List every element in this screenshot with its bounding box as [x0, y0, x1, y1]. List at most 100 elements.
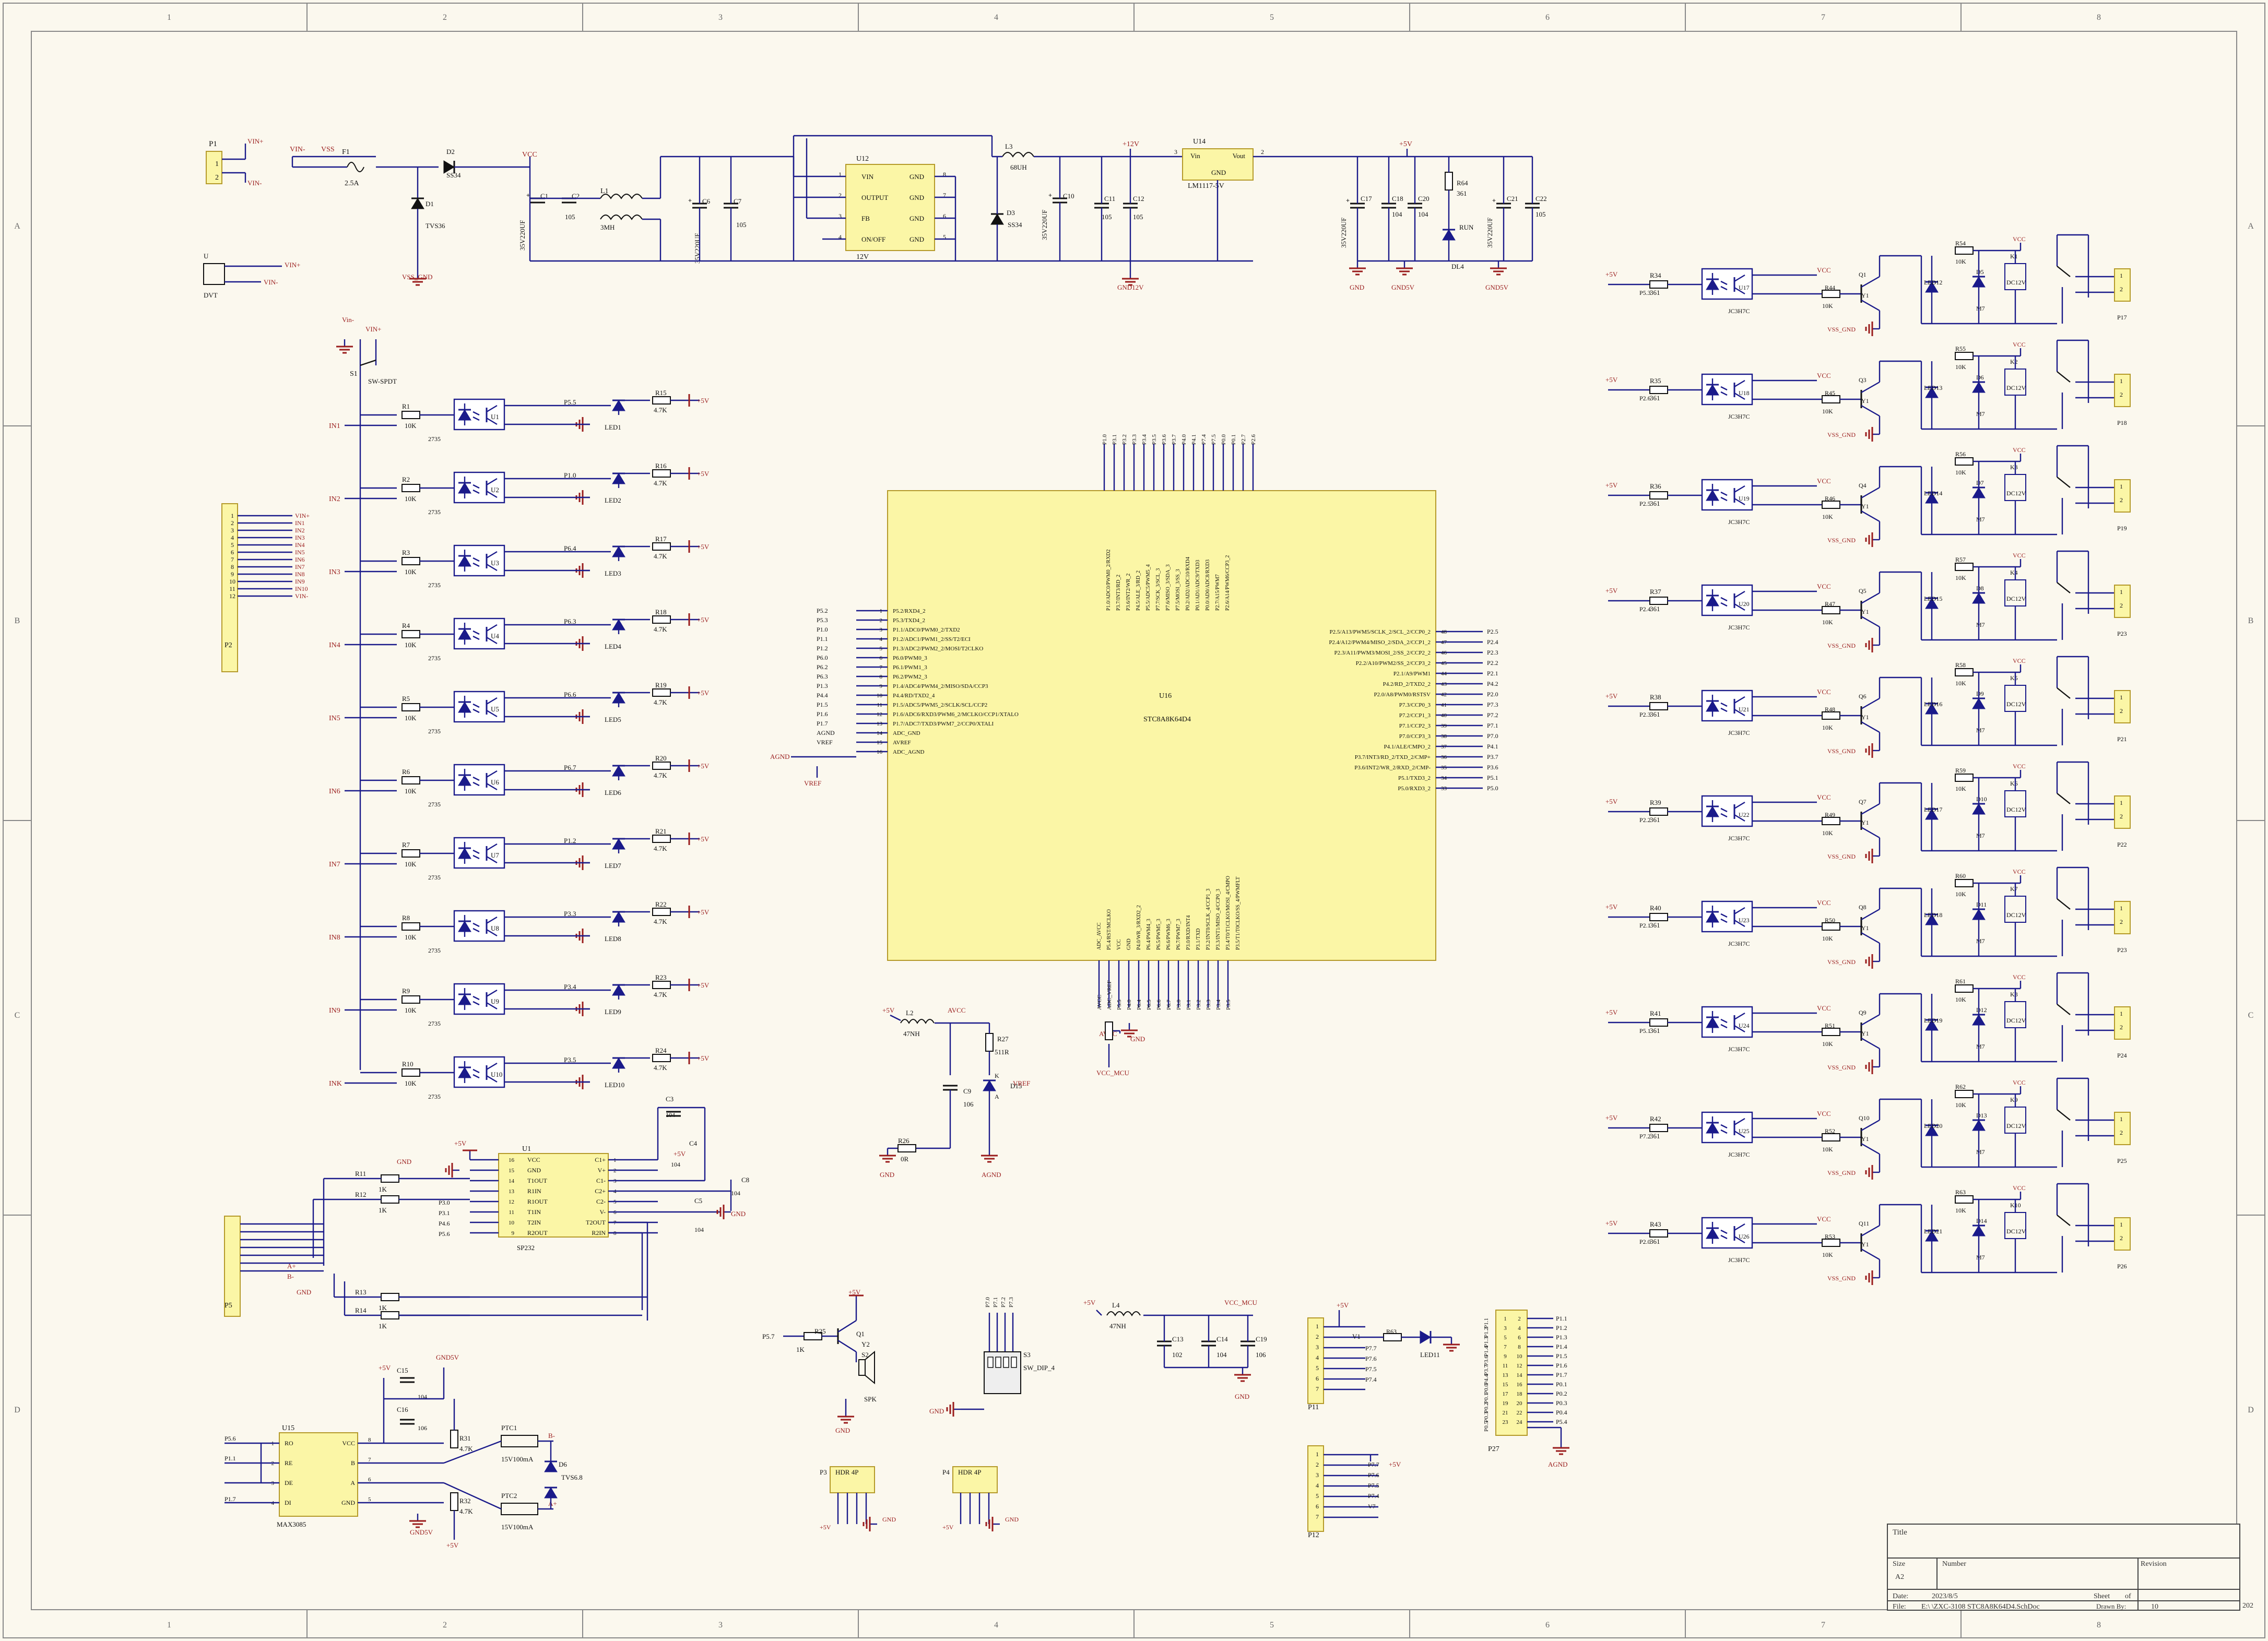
- digital-inputs: Vin-VIN+S1SW-SPDTIN1R110KU12735P5.5LED1R…: [221, 316, 710, 1100]
- label: P2.0: [1639, 1238, 1651, 1245]
- label: B-: [548, 1432, 555, 1440]
- wire: [486, 405, 498, 413]
- label: R5: [402, 695, 410, 703]
- resistor: [1955, 774, 1974, 782]
- label: P1.0: [564, 471, 576, 479]
- ground-symbol: [409, 271, 426, 286]
- label: ON/OFF: [861, 235, 885, 243]
- label: P5.1: [1487, 774, 1498, 781]
- label: VIN-: [247, 179, 262, 187]
- label: 4: [838, 233, 842, 241]
- label: 104: [1418, 210, 1428, 218]
- column-label: 4: [994, 1621, 998, 1630]
- diode-body: [990, 213, 1004, 225]
- label: Y1: [1861, 503, 1869, 510]
- optocoupler: [453, 398, 505, 431]
- power-symbol: [688, 613, 700, 626]
- wire: [2057, 1215, 2071, 1226]
- speaker-cone: [865, 1350, 875, 1385]
- label: GND: [527, 1167, 541, 1174]
- label: R35: [1650, 377, 1661, 385]
- ground-symbol: [1865, 849, 1880, 863]
- wire: [1734, 1025, 1745, 1033]
- label: VSS_GND: [1827, 1169, 1856, 1176]
- resistor: [652, 688, 671, 697]
- label: 104: [694, 1226, 704, 1233]
- label: P6.0/PWM0_3: [893, 655, 927, 661]
- wire: [1861, 510, 1880, 522]
- ground-symbol: [1490, 261, 1507, 276]
- label: R6: [402, 768, 410, 776]
- label: 4.7K: [459, 1507, 473, 1515]
- power-symbol: [688, 394, 700, 407]
- optocoupler: [1701, 479, 1753, 511]
- label: 35V220UF: [1041, 209, 1048, 240]
- label: P26: [2117, 1263, 2127, 1270]
- label: VCC: [522, 151, 537, 159]
- ground-symbol: [1122, 271, 1139, 286]
- resistor: [401, 484, 420, 492]
- label: +5V: [697, 397, 710, 405]
- polarity-mark: +: [526, 192, 530, 199]
- resistor: [401, 922, 420, 931]
- label: 5: [1316, 1492, 1319, 1500]
- connector-body: [2114, 1006, 2131, 1040]
- label: U18: [1739, 389, 1750, 397]
- label: R51: [1825, 1022, 1835, 1029]
- label: 1: [880, 608, 883, 614]
- label: 1: [231, 512, 234, 519]
- label: GND5V: [436, 1353, 459, 1361]
- label: P2.1: [1487, 670, 1498, 677]
- wire: [486, 478, 498, 486]
- label: C4: [689, 1139, 698, 1147]
- label: VCC: [1116, 939, 1122, 950]
- label: VCC: [2013, 235, 2026, 243]
- label: P6.4: [564, 544, 576, 552]
- label: PTC1: [501, 1424, 517, 1432]
- relay-terminal: [2114, 901, 2131, 934]
- label: P1.2: [1556, 1324, 1567, 1331]
- label: P6.4/PWM4_3: [1146, 919, 1152, 950]
- polarity-mark: +: [1346, 197, 1350, 204]
- label: 7: [1504, 1344, 1507, 1350]
- label: U8: [491, 924, 499, 932]
- label: Q9: [1859, 1009, 1867, 1016]
- diode-body: [544, 1461, 558, 1472]
- label: LED9: [605, 1008, 621, 1016]
- label: P1.1: [1556, 1315, 1567, 1322]
- label: 2735: [428, 874, 441, 881]
- label: LED3: [605, 569, 621, 577]
- label: VCC: [1817, 1215, 1831, 1223]
- label: VSS_GND: [1827, 1275, 1856, 1282]
- label: R1IN: [527, 1187, 541, 1195]
- resistor: [1649, 597, 1668, 605]
- label: C2+: [595, 1187, 606, 1195]
- diode-body: [1442, 229, 1456, 241]
- label: D6: [559, 1460, 567, 1468]
- label: U5: [491, 705, 499, 713]
- label: 3MH: [600, 223, 615, 231]
- label: P7.2/CCP1_3: [1399, 712, 1431, 719]
- label: P1.0/ADC0/PWM0_2/RXD2: [1106, 549, 1112, 611]
- ground-symbol: [1865, 322, 1880, 336]
- label: P1.5: [817, 701, 828, 708]
- ground-symbol: [946, 1402, 961, 1417]
- label: 2: [2120, 1129, 2123, 1136]
- wire: [473, 995, 480, 1001]
- label: R40: [1650, 904, 1661, 912]
- label: 1K: [379, 1322, 387, 1330]
- label: R52: [1825, 1127, 1835, 1135]
- resistor: [1105, 1021, 1113, 1040]
- wire: [1720, 1024, 1728, 1029]
- wire: [1734, 696, 1745, 704]
- resistor: [450, 1492, 458, 1511]
- label: 10K: [405, 787, 417, 795]
- resistor: [1822, 922, 1840, 931]
- label: VCC: [2013, 657, 2026, 664]
- label: P7.4: [1368, 1492, 1379, 1500]
- column-label: 3: [718, 13, 723, 22]
- column-label: 7: [1821, 1621, 1825, 1630]
